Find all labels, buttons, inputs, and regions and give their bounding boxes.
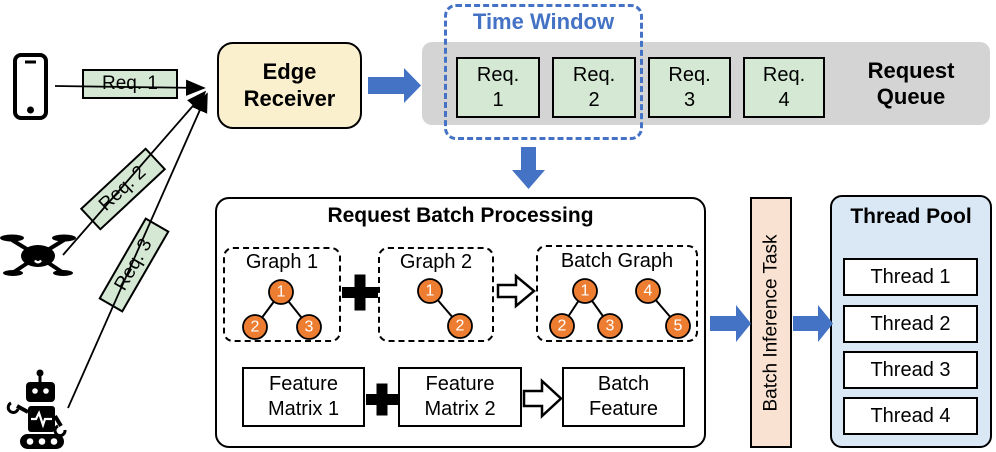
thread-1-box: Thread 1 — [843, 258, 978, 296]
request-tag-2: Req. 2 — [79, 147, 167, 231]
flow-arrow-inference-to-pool-icon — [793, 305, 833, 342]
feature-matrix-2-box: Feature Matrix 2 — [398, 367, 522, 427]
batch-feature-box: Batch Feature — [562, 367, 685, 427]
queue-item-3-word: Req. — [668, 63, 711, 86]
queue-item-3: Req.3 — [648, 57, 731, 118]
batch-feature-text: Batch Feature — [589, 373, 658, 420]
batch-graph-title-text: Batch Graph — [560, 249, 674, 272]
thread-4-text: Thread 4 — [870, 404, 951, 427]
batch-inference-task-text: Batch Inference Task — [760, 233, 781, 412]
request-tag-3: Req. 3 — [98, 217, 170, 313]
thread-pool-title: Thread Pool — [830, 204, 992, 230]
graph1-title-text: Graph 1 — [245, 250, 319, 273]
queue-item-2-num: 2 — [588, 88, 600, 111]
thread-2-box: Thread 2 — [843, 305, 978, 343]
thread-4-box: Thread 4 — [843, 397, 978, 435]
queue-item-1-word: Req. — [476, 63, 520, 86]
request-tag-3-label: Req. 3 — [110, 235, 157, 295]
request-batch-processing-title-text: Request Batch Processing — [327, 204, 594, 227]
request-batch-processing-title: Request Batch Processing — [215, 203, 706, 229]
thread-pool-title-text: Thread Pool — [850, 205, 972, 228]
queue-item-2: Req.2 — [552, 57, 636, 118]
queue-item-4: Req.4 — [743, 57, 825, 118]
graph2-box — [378, 247, 494, 342]
queue-item-4-num: 4 — [778, 88, 790, 111]
graph1-title: Graph 1 — [223, 251, 341, 273]
thread-3-text: Thread 3 — [870, 358, 951, 381]
time-window-box — [444, 4, 643, 140]
time-window-label: Time Window — [449, 8, 638, 36]
robot-icon — [6, 369, 67, 449]
queue-item-3-num: 3 — [683, 88, 696, 111]
request-tag-1-label: Req. 1 — [102, 73, 158, 94]
queue-item-4-word: Req. — [762, 63, 806, 86]
edge-receiver-box: Edge Receiver — [217, 42, 362, 129]
feature-matrix-2-text: Feature Matrix 2 — [424, 373, 496, 420]
flow-arrow-processing-to-inference-icon — [710, 305, 751, 342]
drone-icon — [0, 234, 76, 276]
request-queue-label: Request Queue — [840, 56, 982, 112]
batch-inference-task-box: Batch Inference Task — [750, 197, 792, 448]
flow-arrow-receiver-to-queue-icon — [368, 68, 421, 103]
smartphone-icon — [13, 53, 48, 120]
queue-item-1: Req.1 — [456, 57, 540, 118]
thread-1-text: Thread 1 — [870, 265, 951, 288]
request-tag-1: Req. 1 — [82, 69, 178, 99]
request-tag-2-label: Req. 2 — [95, 161, 151, 216]
graph2-title: Graph 2 — [378, 251, 494, 273]
request-queue-label-text: Request Queue — [867, 57, 955, 109]
batch-inference-task-label: Batch Inference Task — [752, 199, 790, 446]
feature-matrix-1-text: Feature Matrix 1 — [267, 373, 340, 420]
edge-receiver-label: Edge Receiver — [243, 59, 336, 111]
flow-arrow-window-to-processing-icon — [512, 147, 545, 189]
queue-item-2-word: Req. — [572, 63, 616, 86]
thread-2-text: Thread 2 — [870, 312, 951, 335]
graph1-box — [223, 247, 341, 342]
graph2-title-text: Graph 2 — [399, 250, 473, 273]
thread-3-box: Thread 3 — [843, 351, 978, 389]
queue-item-1-num: 1 — [492, 88, 504, 111]
feature-matrix-1-box: Feature Matrix 1 — [242, 367, 365, 427]
batch-graph-title: Batch Graph — [536, 250, 698, 272]
batch-graph-box — [536, 245, 698, 342]
time-window-label-text: Time Window — [472, 9, 615, 34]
